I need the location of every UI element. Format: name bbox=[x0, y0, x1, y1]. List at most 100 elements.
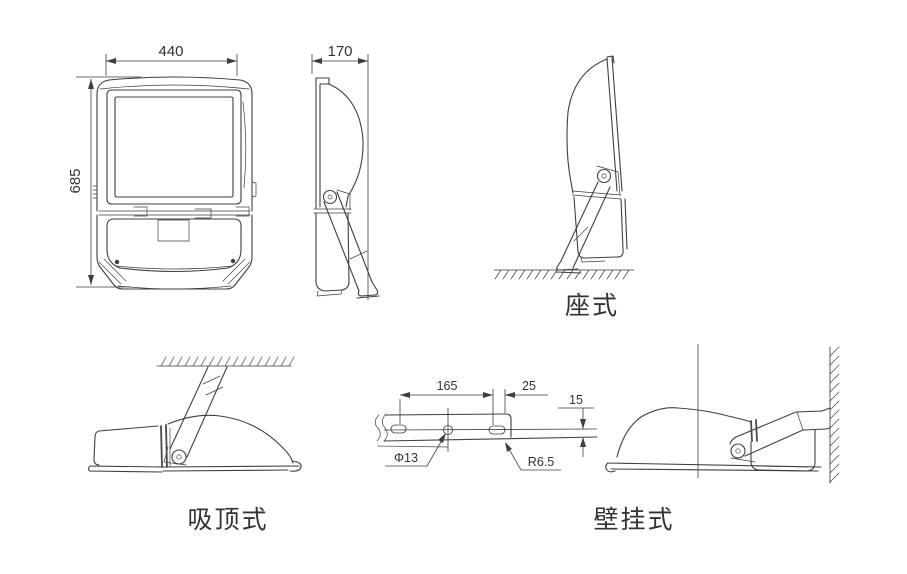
bracket-break-lines bbox=[374, 413, 388, 442]
front-top-rim-line bbox=[99, 84, 250, 90]
bracket-15-dim-text: 15 bbox=[569, 393, 583, 407]
bracket-slot-right bbox=[488, 425, 506, 435]
front-width-extension-lines bbox=[105, 54, 238, 76]
front-height-arrow-top bbox=[88, 79, 94, 89]
ceiling-flange-right bbox=[162, 460, 302, 472]
side-pivot-plate bbox=[336, 189, 351, 211]
seat-arm-hatch bbox=[573, 226, 589, 242]
wall-pivot-hole bbox=[735, 448, 741, 454]
front-lower-body-outline bbox=[96, 214, 253, 290]
ceiling-mount-arm bbox=[169, 366, 228, 458]
front-height-dim-text: 685 bbox=[67, 168, 84, 193]
bracket-hole-dia-leader bbox=[385, 434, 446, 467]
front-inner-panel bbox=[106, 218, 242, 273]
side-back-profile bbox=[328, 83, 364, 208]
wall-pivot-circle bbox=[730, 443, 746, 459]
front-screw-left bbox=[114, 259, 120, 265]
seat-front-face bbox=[606, 55, 623, 192]
bracket-detail-view: 165 25 15 Φ13 R6.5 bbox=[374, 379, 598, 471]
bracket-25-arrow bbox=[505, 392, 515, 398]
ceiling-arm-hatch bbox=[202, 375, 224, 396]
bracket-bar-lower-line bbox=[377, 445, 449, 448]
seat-arm-foot bbox=[555, 260, 582, 274]
seat-pivot-plate bbox=[596, 165, 621, 196]
side-mount-arm bbox=[323, 191, 373, 292]
ceiling-hatching bbox=[160, 356, 295, 367]
bracket-slot-radius-leader bbox=[505, 443, 561, 471]
bracket-slot-left bbox=[390, 424, 407, 434]
bracket-slot-radius-text: R6.5 bbox=[528, 455, 554, 469]
ceiling-flange-left bbox=[87, 465, 164, 473]
ceiling-pivot-hole bbox=[176, 454, 182, 460]
front-height-extension-lines bbox=[76, 76, 141, 288]
wall-rear-box-inner-line bbox=[756, 465, 809, 468]
front-width-arrow-left bbox=[106, 58, 116, 64]
seat-pivot-circle bbox=[596, 168, 612, 184]
ceiling-mount-label: 吸顶式 bbox=[187, 506, 268, 534]
front-screw-right bbox=[230, 258, 236, 264]
side-lower-box bbox=[315, 212, 350, 292]
bracket-hole-middle bbox=[443, 425, 453, 435]
ceiling-junction-lines bbox=[160, 424, 168, 468]
ceiling-dome bbox=[167, 414, 294, 464]
bracket-slot-radius-arrow bbox=[505, 442, 512, 452]
wall-anchor-plate bbox=[821, 407, 831, 430]
bracket-165-arrow-right bbox=[483, 392, 493, 398]
seat-ground-hatching bbox=[494, 269, 630, 280]
side-box-lip bbox=[316, 289, 343, 297]
bracket-bar-top-edge bbox=[385, 413, 512, 438]
side-arm-foot bbox=[356, 281, 380, 299]
wall-pivot-plate bbox=[730, 457, 756, 463]
wall-hatching bbox=[829, 346, 840, 483]
side-depth-extension-lines bbox=[311, 54, 369, 300]
front-hinge-ticks bbox=[92, 185, 98, 199]
front-junction-clips bbox=[133, 206, 250, 219]
wall-arm-kink-line bbox=[796, 411, 804, 431]
side-view: 170 bbox=[311, 43, 380, 300]
seat-back-profile bbox=[566, 58, 608, 194]
front-glass-panel bbox=[114, 96, 234, 198]
bracket-15-arrow-top bbox=[580, 419, 586, 429]
ceiling-pivot-circle bbox=[171, 449, 187, 465]
front-corner-chamfers bbox=[98, 258, 251, 285]
front-width-arrow-right bbox=[227, 58, 237, 64]
ceiling-mount-view: 吸顶式 bbox=[87, 356, 302, 534]
front-junction-lines bbox=[98, 210, 251, 216]
bracket-165-extension-lines bbox=[399, 389, 494, 425]
bracket-25-dim-text: 25 bbox=[522, 379, 536, 393]
seat-box-lip bbox=[580, 257, 606, 263]
side-front-face bbox=[315, 77, 330, 209]
bracket-bar-bottom-edge bbox=[383, 436, 598, 442]
front-latch-tab bbox=[251, 181, 257, 198]
seat-junction-lines bbox=[571, 190, 622, 200]
seat-mount-view: 座式 bbox=[493, 55, 635, 320]
front-height-arrow-bottom bbox=[88, 275, 94, 285]
side-pivot-hole bbox=[327, 194, 333, 200]
front-door-frame bbox=[106, 89, 242, 205]
bracket-hole-dia-arrow bbox=[438, 433, 446, 443]
seat-pivot-hole bbox=[601, 173, 607, 179]
front-inner-panel-arc bbox=[115, 265, 234, 270]
bracket-hole-centerline bbox=[383, 428, 598, 431]
side-depth-arrow-left bbox=[312, 58, 322, 64]
side-depth-arrow-right bbox=[358, 58, 368, 64]
seat-mount-arm bbox=[560, 181, 611, 269]
seat-mount-label: 座式 bbox=[565, 292, 619, 320]
side-depth-dim-text: 170 bbox=[327, 43, 352, 60]
side-pivot-circle bbox=[322, 189, 338, 205]
bracket-hole-dia-text: Φ13 bbox=[394, 451, 418, 465]
front-view: 440 685 bbox=[67, 43, 257, 290]
bracket-165-dim-text: 165 bbox=[437, 379, 458, 393]
front-head-outline bbox=[96, 76, 253, 212]
wall-mount-view: 壁挂式 bbox=[593, 344, 840, 534]
bracket-15-arrow-bottom bbox=[580, 437, 586, 447]
bracket-165-arrow-left bbox=[400, 392, 410, 398]
side-arm-hatch bbox=[349, 250, 368, 260]
front-label-plate bbox=[157, 219, 190, 242]
ceiling-rear-box bbox=[93, 425, 159, 466]
wall-mount-label: 壁挂式 bbox=[593, 506, 674, 534]
front-reflector-arc bbox=[242, 101, 247, 189]
wall-rear-box bbox=[750, 429, 816, 472]
